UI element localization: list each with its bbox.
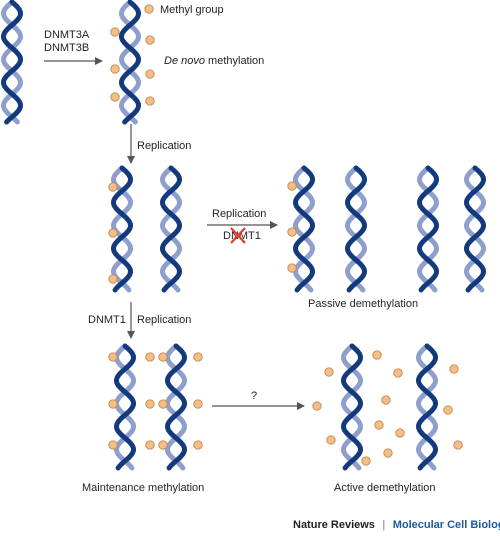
helix-active-2 [416,343,438,471]
helix-dark-strand [119,0,141,125]
methyl-group-30 [381,395,391,405]
enzyme-dnmt3b-label: DNMT3B [44,42,89,54]
methyl-group-33 [395,428,405,438]
active-demethylation-label: Active demethylation [334,482,436,494]
replication-label-2: Replication [212,208,266,220]
helix-active-1 [341,343,363,471]
red-cross-icon [230,227,246,244]
methyl-group-label: Methyl group [160,4,224,16]
methyl-group-5 [110,92,120,102]
methyl-group-23 [158,440,168,450]
de-novo-italic: De novo [164,55,205,67]
helix-de-novo [119,0,141,125]
methyl-group-15 [108,399,118,409]
methyl-group-7 [108,182,118,192]
blocked-dnmt1-label: DNMT1 [223,230,261,242]
methyl-group-1 [110,27,120,37]
methyl-group-2 [145,35,155,45]
methyl-group-8 [108,228,118,238]
methyl-group-36 [453,440,463,450]
maintenance-methylation-label: Maintenance methylation [82,482,204,494]
helix-dark-strand [160,165,182,293]
helix-light-strand [119,0,141,125]
methyl-group-27 [326,435,336,445]
methyl-group-3 [110,64,120,74]
helix-dark-strand [1,0,23,125]
helix-dark-strand [345,165,367,293]
methyl-group-24 [193,440,203,450]
helix-dark-strand [417,165,439,293]
maintenance-dnmt1-label: DNMT1 [88,314,126,326]
footer-section: Molecular Cell Biology [393,519,500,531]
helix-light-strand [416,343,438,471]
methyl-group-37 [361,456,371,466]
helix-light-strand [464,165,486,293]
methyl-group-6 [145,96,155,106]
helix-maintenance-right [165,343,187,471]
helix-light-strand [160,165,182,293]
helix-dark-strand [464,165,486,293]
methyl-group-22 [193,399,203,409]
helix-passive-2 [345,165,367,293]
helix-dark-strand [114,343,136,471]
de-novo-methylation-label: De novo methylation [164,55,264,67]
replication-label-1: Replication [137,140,191,152]
methyl-group-10 [287,181,297,191]
footer-journal: Nature Reviews [293,519,375,531]
methyl-group-25 [312,401,322,411]
enzyme-dnmt3a-label: DNMT3A [44,29,90,41]
methyl-group-35 [449,364,459,374]
helix-light-strand [417,165,439,293]
methyl-group-11 [287,227,297,237]
footer-separator: | [382,519,385,531]
helix-dark-strand [165,343,187,471]
helix-dark-strand [341,343,363,471]
methyl-group-29 [374,420,384,430]
methyl-group-18 [145,440,155,450]
methyl-group-13 [108,352,118,362]
helix-passive-1 [293,165,315,293]
helix-replicated-right [160,165,182,293]
helix-light-strand [345,165,367,293]
methyl-group-legend-icon [144,4,154,14]
methyl-group-26 [324,367,334,377]
methyl-group-21 [158,399,168,409]
unknown-mechanism-label: ? [251,390,257,402]
helix-light-strand [165,343,187,471]
helix-unmethylated [1,0,23,125]
footer-credit: Nature Reviews | Molecular Cell Biology [293,515,500,532]
methyl-group-4 [145,69,155,79]
methyl-group-34 [443,405,453,415]
methyl-group-16 [145,399,155,409]
methyl-group-9 [108,274,118,284]
methyl-group-20 [193,352,203,362]
methyl-group-19 [158,352,168,362]
helix-passive-4 [464,165,486,293]
helix-light-strand [341,343,363,471]
helix-light-strand [1,0,23,125]
methyl-group-12 [287,263,297,273]
methyl-group-32 [393,368,403,378]
methyl-group-14 [145,352,155,362]
methyl-group-28 [372,350,382,360]
de-novo-rest: methylation [205,55,264,67]
helix-dark-strand [111,165,133,293]
replication-label-3: Replication [137,314,191,326]
methyl-group-17 [108,440,118,450]
dna-helices [1,0,486,471]
passive-demethylation-label: Passive demethylation [308,298,418,310]
helix-dark-strand [416,343,438,471]
helix-maintenance-left [114,343,136,471]
methyl-group-31 [383,448,393,458]
helix-dark-strand [293,165,315,293]
helix-passive-3 [417,165,439,293]
methyl-groups [108,27,463,466]
